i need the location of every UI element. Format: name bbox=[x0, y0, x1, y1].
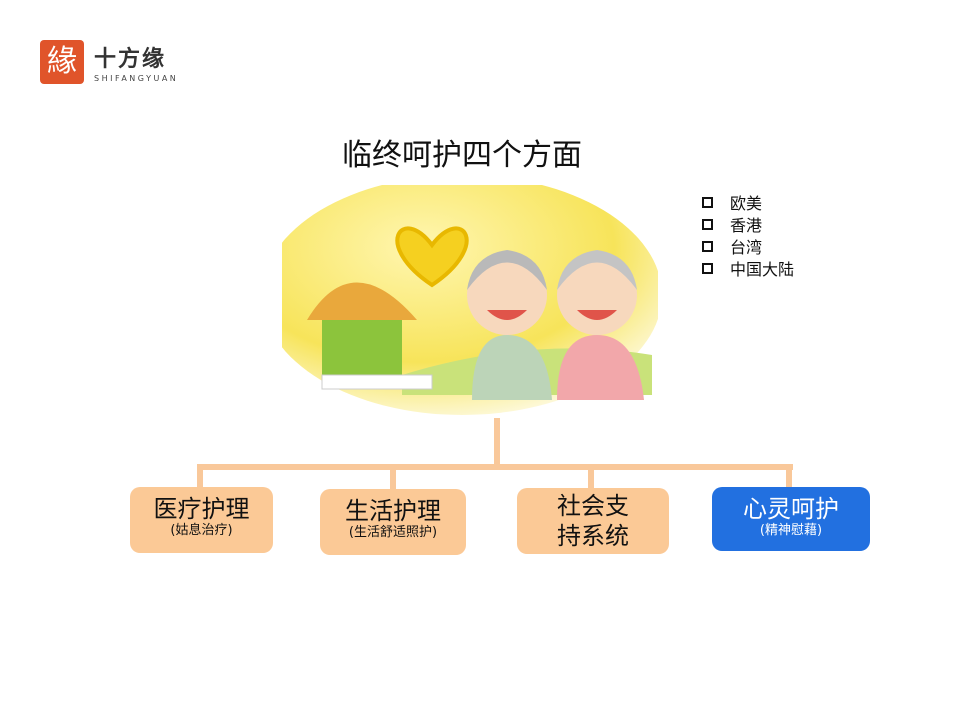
list-item-label: 欧美 bbox=[730, 194, 763, 213]
slide-title: 临终呵护四个方面 bbox=[342, 138, 582, 173]
node-title: 社会支持系统 bbox=[557, 492, 629, 550]
connector-branch bbox=[197, 464, 203, 490]
connector-branch bbox=[786, 464, 792, 490]
connector-branch bbox=[588, 464, 594, 490]
node-medical-care: 医疗护理 (姑息治疗) bbox=[130, 487, 273, 553]
node-subtitle: (精神慰藉) bbox=[759, 523, 823, 538]
node-social-support: 社会支持系统 bbox=[517, 488, 669, 554]
list-item-label: 中国大陆 bbox=[730, 260, 795, 279]
node-subtitle: (姑息治疗) bbox=[170, 523, 233, 538]
logo-name-en: SHIFANGYUAN bbox=[94, 74, 179, 83]
node-spiritual-care[interactable]: 心灵呵护 (精神慰藉) bbox=[712, 487, 870, 551]
square-bullet-icon bbox=[702, 218, 713, 230]
connector-branch bbox=[390, 464, 396, 492]
square-bullet-icon bbox=[702, 262, 713, 274]
node-subtitle: (生活舒适照护) bbox=[348, 525, 438, 540]
elderly-couple-illustration bbox=[282, 185, 658, 415]
list-item-label: 台湾 bbox=[730, 238, 763, 257]
region-list: 欧美 香港 台湾 中国大陆 bbox=[702, 191, 794, 279]
list-item: 台湾 bbox=[702, 235, 794, 257]
logo-seal: 緣 bbox=[40, 40, 84, 84]
square-bullet-icon bbox=[702, 196, 713, 208]
connector-bar bbox=[197, 464, 793, 470]
list-item: 香港 bbox=[702, 213, 794, 235]
logo: 緣 十方缘 SHIFANGYUAN bbox=[40, 40, 178, 84]
square-bullet-icon bbox=[702, 240, 713, 252]
list-item-label: 香港 bbox=[730, 216, 763, 235]
node-title: 医疗护理 bbox=[153, 495, 250, 523]
node-daily-care: 生活护理 (生活舒适照护) bbox=[320, 489, 466, 555]
list-item: 中国大陆 bbox=[702, 257, 794, 279]
connector-trunk bbox=[494, 418, 500, 468]
list-item: 欧美 bbox=[702, 191, 794, 213]
logo-name: 十方缘 bbox=[94, 47, 167, 72]
node-title: 生活护理 bbox=[345, 497, 441, 525]
node-title: 心灵呵护 bbox=[743, 495, 839, 523]
